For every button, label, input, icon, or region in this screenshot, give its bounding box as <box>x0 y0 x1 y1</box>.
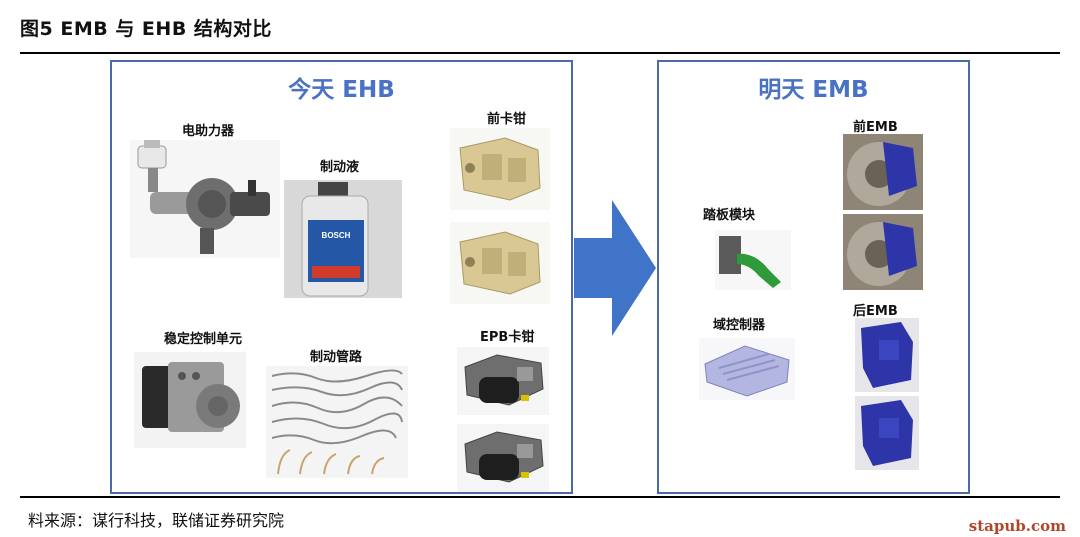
rear-emb-label: 后EMB <box>853 304 898 319</box>
brake-fluid-image: BOSCH <box>284 180 402 298</box>
top-rule <box>20 52 1060 54</box>
pedal-module-label: 踏板模块 <box>703 208 756 223</box>
transition-arrow <box>574 200 656 340</box>
brake-lines-label: 制动管路 <box>310 350 363 365</box>
pedal-module-image <box>715 230 791 290</box>
front-caliper-label: 前卡钳 <box>487 112 527 127</box>
domain-controller-image <box>699 338 795 400</box>
front-caliper-image-1 <box>450 128 550 210</box>
stability-unit-image <box>134 352 246 448</box>
domain-controller-label: 域控制器 <box>713 318 766 333</box>
front-emb-image-1 <box>843 134 923 210</box>
ehb-panel-title: 今天 EHB <box>288 77 395 103</box>
stability-unit-label: 稳定控制单元 <box>164 332 243 347</box>
rear-emb-image-1 <box>855 318 919 392</box>
ehb-panel: 今天 EHB 电助力器 制动液 BOSCH 前卡钳 <box>110 60 573 494</box>
epb-caliper-image-1 <box>457 347 549 415</box>
front-emb-label: 前EMB <box>853 120 898 135</box>
booster-label: 电助力器 <box>182 124 235 139</box>
brake-lines-image <box>266 366 408 478</box>
figure-source: 料来源：谋行科技，联储证券研究院 <box>28 511 285 530</box>
watermark: stapub.com <box>968 517 1066 535</box>
brake-fluid-label: 制动液 <box>320 160 360 175</box>
bottom-rule <box>20 496 1060 498</box>
front-caliper-image-2 <box>450 222 550 304</box>
front-emb-image-2 <box>843 214 923 290</box>
emb-panel-title: 明天 EMB <box>758 77 869 103</box>
epb-caliper-label: EPB卡钳 <box>480 330 535 345</box>
figure-title: 图5 EMB 与 EHB 结构对比 <box>20 18 272 40</box>
rear-emb-image-2 <box>855 396 919 470</box>
emb-panel: 明天 EMB 前EMB 踏板模块 后EMB <box>657 60 970 494</box>
booster-image <box>130 140 280 258</box>
epb-caliper-image-2 <box>457 424 549 492</box>
bottle-brand-text: BOSCH <box>322 231 351 240</box>
